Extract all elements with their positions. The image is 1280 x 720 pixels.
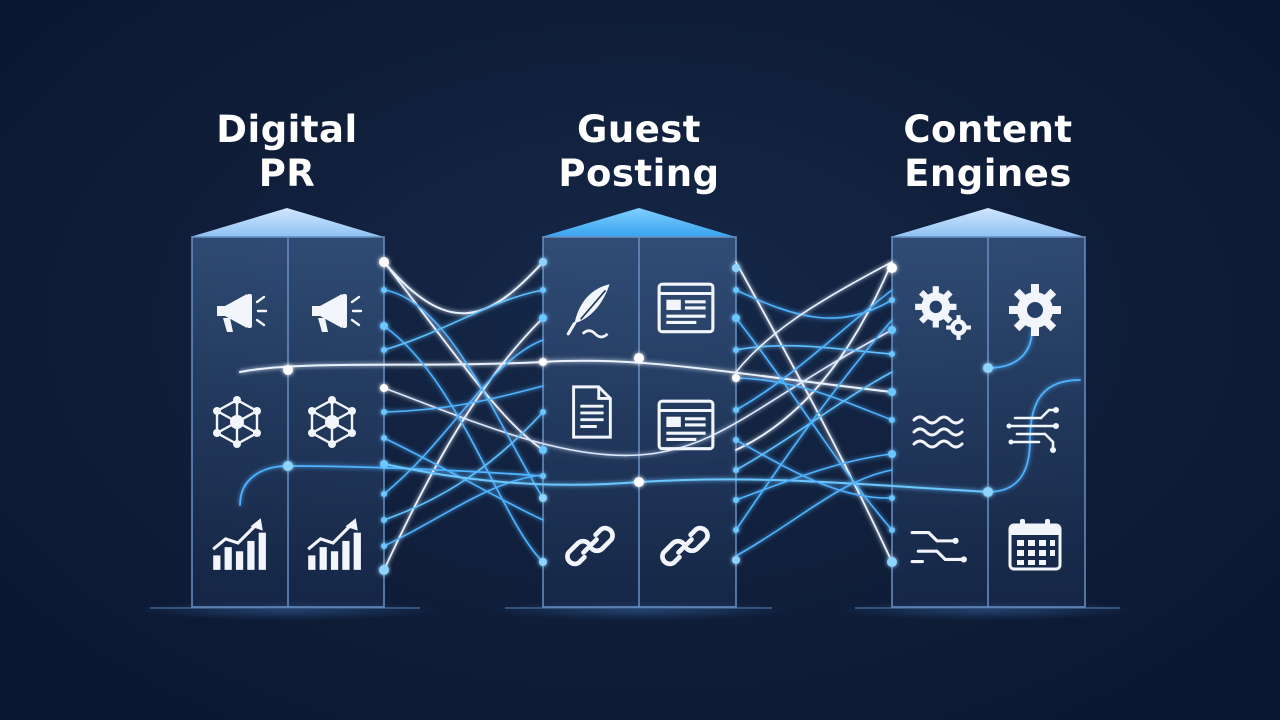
node [733,497,739,503]
node [732,264,740,272]
node [889,417,895,423]
gear-icon [1009,284,1061,336]
node [887,557,897,567]
pillar-roof [190,208,384,237]
node [381,543,387,549]
node [889,297,895,303]
node [380,384,388,392]
node [733,287,739,293]
title-line: Posting [558,152,720,195]
node [540,409,546,415]
node [283,461,293,471]
node [733,437,739,443]
node [381,517,387,523]
node [733,467,739,473]
node [283,365,293,375]
node [539,258,547,266]
pillar-title-digital-pr: Digital PR [157,108,417,196]
node [732,556,740,564]
node [888,450,896,458]
node [381,287,387,293]
title-line: Guest [576,108,701,151]
node [732,314,740,322]
node [889,495,895,501]
node [733,347,739,353]
node [540,287,546,293]
title-line: Content [903,108,1073,151]
pillar-roof [890,208,1085,237]
node [379,257,389,267]
node [889,527,895,533]
node [983,487,993,497]
node [983,363,993,373]
pillar-guest-posting [541,208,737,608]
node [634,477,644,487]
pillar-roof [541,208,736,237]
connection-nodes [283,257,993,575]
node [539,314,547,322]
node [634,353,644,363]
node [733,527,739,533]
pillar-title-guest-posting: Guest Posting [509,108,769,196]
title-line: Engines [904,152,1072,195]
node [380,460,388,468]
node [540,473,546,479]
node [539,558,547,566]
node [380,322,388,330]
node [888,388,896,396]
title-line: Digital [216,108,358,151]
node [888,326,896,334]
node [732,374,740,382]
node [539,446,547,454]
node [887,263,897,273]
node [539,358,547,366]
node [379,565,389,575]
node [381,347,387,353]
node [381,409,387,415]
node [889,351,895,357]
pillar-title-content-engines: Content Engines [858,108,1118,196]
node [539,494,547,502]
node [381,491,387,497]
node [733,407,739,413]
node [381,435,387,441]
title-line: PR [258,152,316,195]
